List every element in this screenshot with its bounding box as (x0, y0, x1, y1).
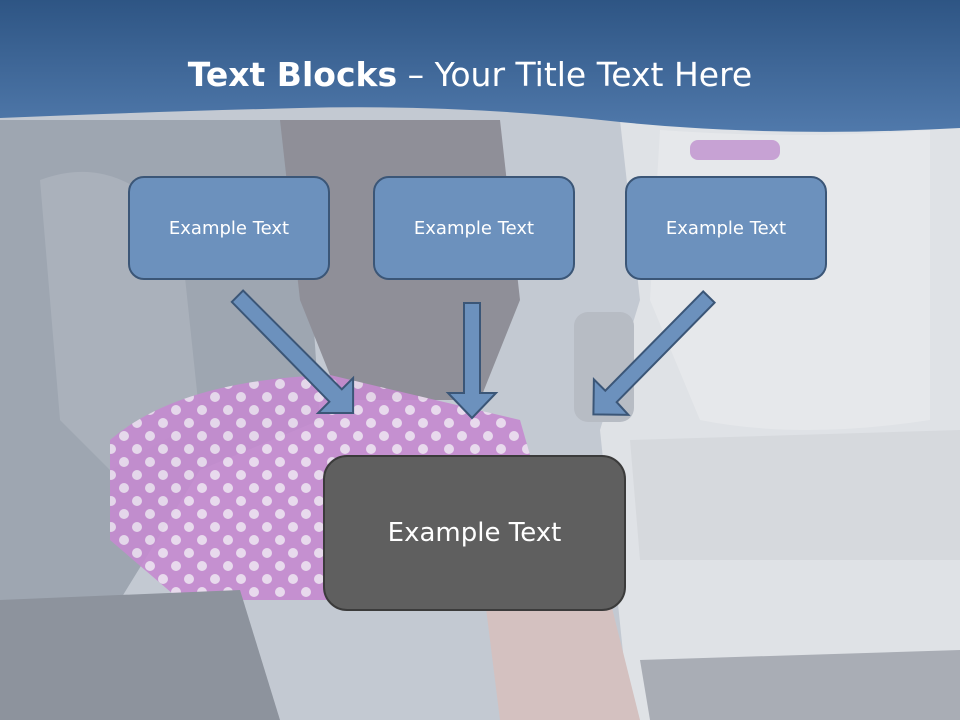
arrow-left (230, 289, 355, 414)
main-text-block[interactable]: Example Text (323, 455, 626, 611)
title-dash: – (397, 55, 435, 94)
arrow-right (592, 289, 717, 416)
slide-title: Text Blocks – Your Title Text Here (0, 53, 940, 97)
text-block-3[interactable]: Example Text (625, 176, 827, 280)
arrow-middle (445, 302, 499, 420)
text-block-2[interactable]: Example Text (373, 176, 575, 280)
title-normal: Your Title Text Here (434, 55, 753, 94)
text-block-1[interactable]: Example Text (128, 176, 330, 280)
title-bold: Text Blocks (187, 55, 398, 94)
